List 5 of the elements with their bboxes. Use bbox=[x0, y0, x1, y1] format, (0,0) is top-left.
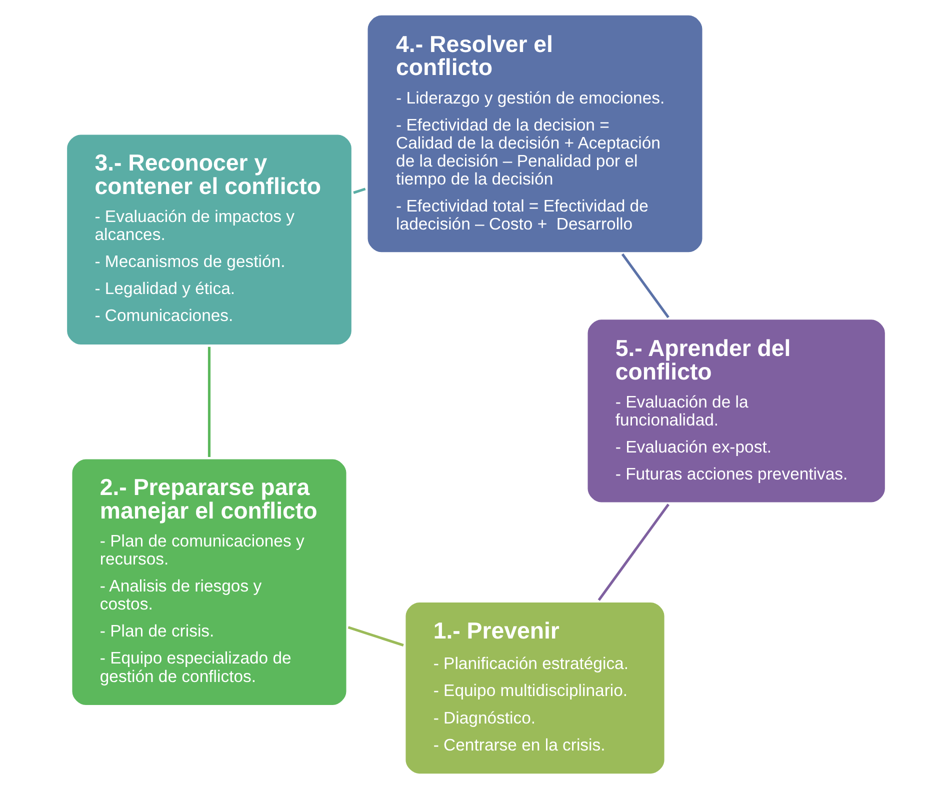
connector bbox=[620, 253, 669, 318]
connector bbox=[347, 626, 404, 646]
connector bbox=[352, 188, 366, 194]
connector bbox=[597, 504, 669, 601]
connector bbox=[207, 346, 210, 458]
